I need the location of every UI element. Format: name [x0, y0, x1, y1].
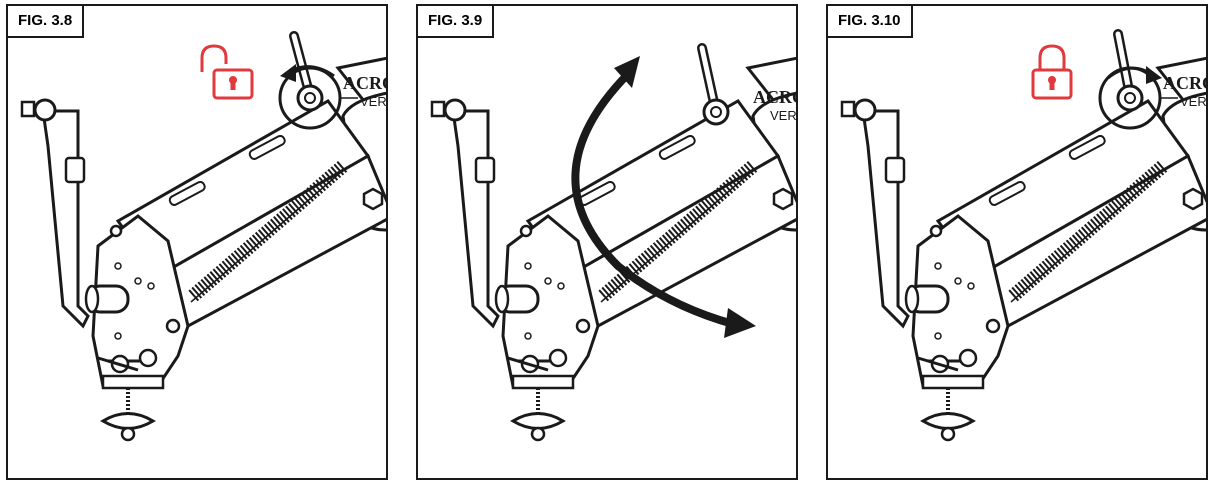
- rotate-clockwise-arrow: [1107, 66, 1149, 80]
- brand-subtext: VER: [1180, 94, 1206, 109]
- unlock-icon: [200, 44, 254, 100]
- swing-motion-arrow: [571, 56, 756, 338]
- figure-panel-3-8: FIG. 3.8 ACRO VER: [6, 4, 388, 480]
- arm-illustration: ACRO VER: [8, 31, 386, 478]
- arm-illustration: ACRO VER: [418, 43, 796, 478]
- figure-panel-3-9: FIG. 3.9 ACRO VER: [416, 4, 798, 480]
- lock-icon: [1031, 44, 1073, 100]
- arm-illustration: ACRO VER: [828, 29, 1206, 478]
- brand-subtext: VER: [770, 108, 796, 123]
- figure-label: FIG. 3.10: [828, 6, 913, 38]
- brand-subtext: VER: [360, 94, 386, 109]
- figure-label: FIG. 3.8: [8, 6, 85, 38]
- figure-label: FIG. 3.9: [418, 6, 495, 38]
- brand-text: ACRO: [1163, 73, 1206, 93]
- figure-panel-3-10: FIG. 3.10 ACRO VER: [826, 4, 1208, 480]
- brand-text: ACRO: [343, 73, 386, 93]
- brand-text: ACRO: [753, 87, 796, 107]
